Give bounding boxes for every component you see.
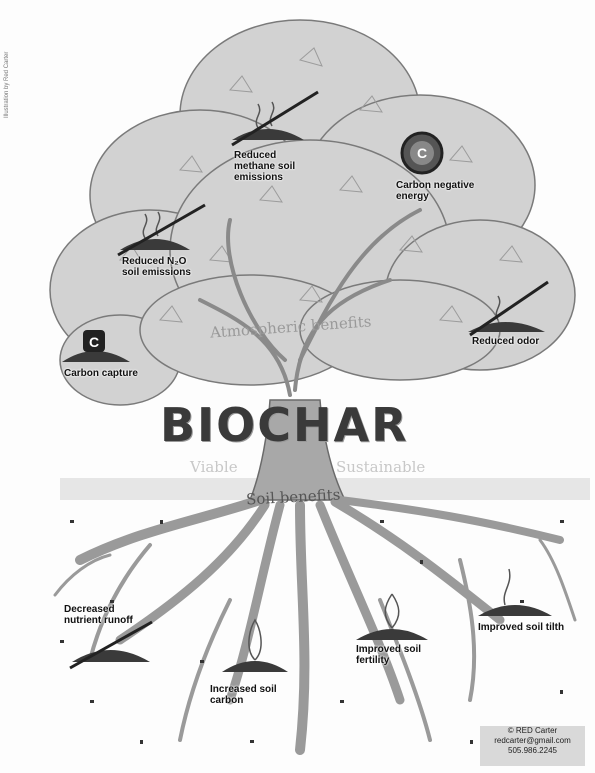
soil-carbon-mound-icon [222,661,288,672]
credit-box: © RED Carter redcarter@gmail.com 505.986… [480,726,585,766]
sustainable-label: Sustainable [336,458,425,476]
reduced-methane-label: Reduced methane soil emissions [234,150,314,183]
credit-email: redcarter@gmail.com [480,736,585,746]
tilth-plant-icon [504,569,510,605]
carbon-cycle-letter: C [417,145,427,161]
fertility-mound-icon [356,629,428,640]
carbon-capture-label: Carbon capture [64,368,154,379]
reduced-odor-label: Reduced odor [472,336,552,347]
side-credit: Illustration by Red Carter [4,8,14,118]
credit-phone: 505.986.2245 [480,746,585,756]
tree-canopy [50,20,575,405]
viable-label: Viable [190,458,238,476]
increased-carbon-label: Increased soil carbon [210,684,294,706]
improved-tilth-label: Improved soil tilth [478,622,574,633]
carbon-negative-label: Carbon negative energy [396,180,476,202]
reduced-n2o-label: Reduced N₂O soil emissions [122,256,202,278]
improved-fertility-label: Improved soil fertility [356,644,440,666]
decreased-nutrient-label: Decreased nutrient runoff [64,604,154,626]
carbon-capture-letter: C [89,334,99,350]
biochar-title: BIOCHAR [160,398,409,452]
credit-name: © RED Carter [480,726,585,736]
